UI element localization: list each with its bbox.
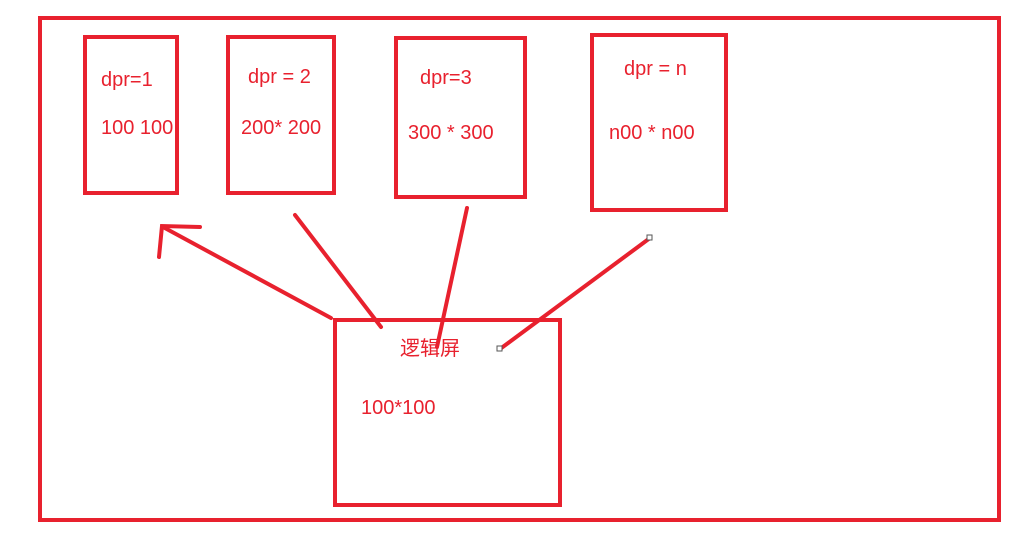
screen-dpr-3-size: 300 * 300	[408, 122, 494, 144]
arrow-to-dpr-1-shaft	[161, 225, 333, 320]
line-handle-end	[646, 234, 653, 241]
screen-dpr-3	[394, 36, 527, 199]
logical-screen-box	[333, 318, 562, 507]
screen-dpr-3-label: dpr=3	[420, 67, 472, 89]
line-to-dpr-n	[498, 236, 652, 351]
arrow-to-dpr-1-head	[157, 223, 202, 259]
logical-screen-size: 100*100	[361, 397, 436, 419]
screen-dpr-n-label: dpr = n	[624, 58, 687, 80]
line-to-dpr-2	[293, 213, 383, 329]
screen-dpr-1-label: dpr=1	[101, 69, 153, 91]
screen-dpr-n-size: n00 * n00	[609, 122, 695, 144]
logical-screen-title: 逻辑屏	[400, 338, 460, 360]
screen-dpr-1-size: 100 100	[101, 118, 174, 138]
outer-frame	[38, 16, 1001, 522]
screen-dpr-1	[83, 35, 179, 195]
screen-dpr-2-label: dpr = 2	[248, 66, 311, 88]
screen-dpr-2	[226, 35, 336, 195]
line-to-dpr-3	[435, 206, 469, 349]
screen-dpr-2-size: 200* 200	[241, 117, 322, 139]
line-handle-start	[496, 345, 503, 352]
screen-dpr-n	[590, 33, 728, 212]
